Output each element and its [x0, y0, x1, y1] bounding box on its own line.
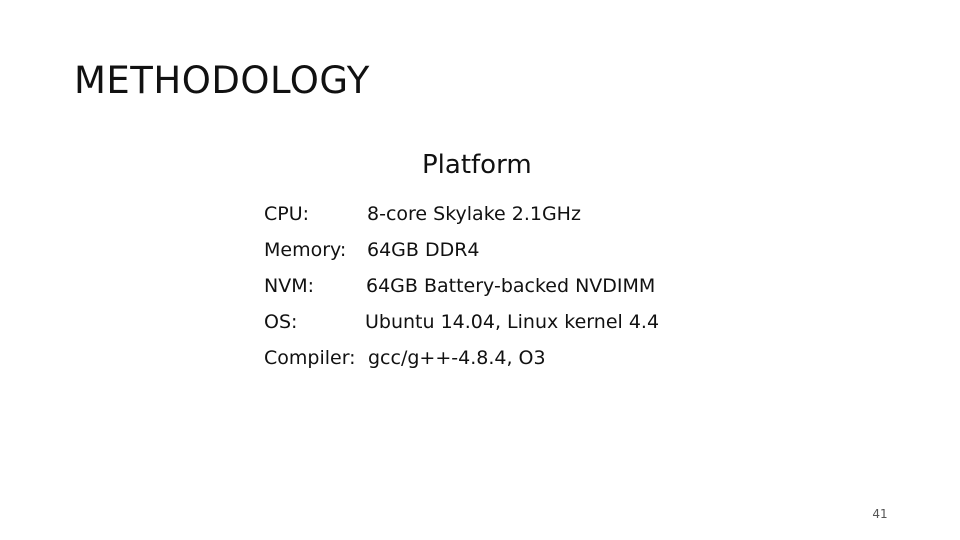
slide-title: METHODOLOGY [74, 59, 370, 102]
spec-row-cpu: CPU: 8-core Skylake 2.1GHz [264, 196, 824, 232]
spec-row-compiler: Compiler: gcc/g++-4.8.4, O3 [264, 340, 824, 376]
spec-row-memory: Memory: 64GB DDR4 [264, 232, 824, 268]
spec-value-cpu: 8-core Skylake 2.1GHz [367, 203, 581, 225]
spec-label-compiler: Compiler: [264, 347, 356, 369]
spec-value-memory: 64GB DDR4 [367, 239, 480, 261]
spec-label-os: OS: [264, 311, 298, 333]
spec-row-os: OS: Ubuntu 14.04, Linux kernel 4.4 [264, 304, 824, 340]
spec-label-memory: Memory: [264, 239, 347, 261]
spec-value-nvm: 64GB Battery-backed NVDIMM [366, 275, 656, 297]
page-number: 41 [872, 507, 888, 521]
spec-row-nvm: NVM: 64GB Battery-backed NVDIMM [264, 268, 824, 304]
spec-label-cpu: CPU: [264, 203, 310, 225]
spec-value-os: Ubuntu 14.04, Linux kernel 4.4 [365, 311, 660, 333]
spec-label-nvm: NVM: [264, 275, 315, 297]
spec-value-compiler: gcc/g++-4.8.4, O3 [368, 347, 546, 369]
section-heading: Platform [422, 150, 532, 180]
platform-spec-list: CPU: 8-core Skylake 2.1GHz Memory: 64GB … [264, 196, 824, 376]
